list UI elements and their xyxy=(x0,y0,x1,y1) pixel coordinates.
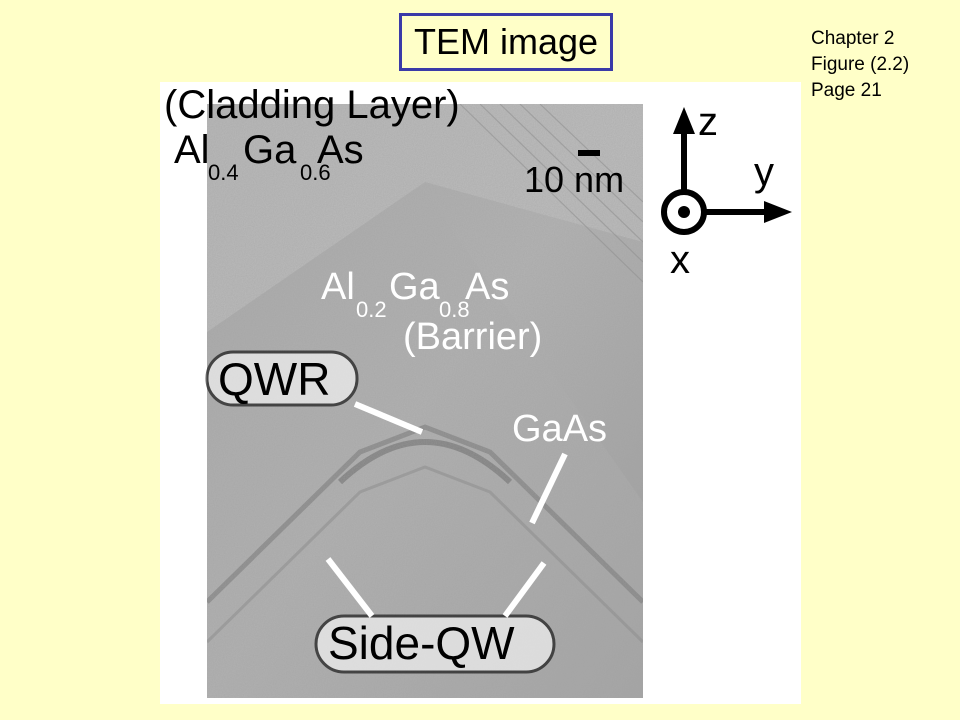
sideqw-label-pill xyxy=(314,614,556,674)
tem-figure: (Cladding Layer) Al 0.4 Ga 0.6 As 10 nm … xyxy=(160,82,801,704)
tem-micrograph xyxy=(205,104,792,698)
barrier-ga: Ga xyxy=(389,266,440,308)
axis-y-label: y xyxy=(754,150,774,194)
slide-title-text: TEM image xyxy=(413,21,599,62)
qwr-label: QWR xyxy=(218,353,331,405)
scale-bar xyxy=(578,150,600,156)
cladding-as: As xyxy=(317,128,364,172)
barrier-ga-sub: 0.8 xyxy=(439,297,470,322)
pointer-lines xyxy=(325,401,568,618)
barrier-as: As xyxy=(465,266,510,308)
qwr-label-pill xyxy=(205,350,359,407)
scale-label: 10 nm xyxy=(524,159,625,200)
sideqw-label: Side-QW xyxy=(328,617,515,669)
gaas-label: GaAs xyxy=(512,408,608,450)
slide-title: TEM image xyxy=(399,13,613,71)
axis-z-label: z xyxy=(698,100,718,144)
barrier-label: (Barrier) xyxy=(403,316,543,358)
axis-indicator xyxy=(661,107,792,235)
cladding-al: Al xyxy=(174,128,210,172)
figure-label: Figure (2.2) xyxy=(811,54,910,75)
cladding-title: (Cladding Layer) xyxy=(164,83,460,127)
cladding-al-sub: 0.4 xyxy=(208,160,239,185)
reference-block: Chapter 2 Figure (2.2) Page 21 xyxy=(811,26,909,104)
z-arrow-icon xyxy=(673,107,695,134)
axis-x-label: x xyxy=(670,238,690,282)
barrier-al-sub: 0.2 xyxy=(356,297,387,322)
barrier-al: Al xyxy=(321,266,355,308)
cladding-ga: Ga xyxy=(243,128,297,172)
cladding-ga-sub: 0.6 xyxy=(300,160,331,185)
y-arrow-icon xyxy=(764,201,792,223)
page-label: Page 21 xyxy=(811,80,882,101)
chapter-label: Chapter 2 xyxy=(811,28,895,49)
